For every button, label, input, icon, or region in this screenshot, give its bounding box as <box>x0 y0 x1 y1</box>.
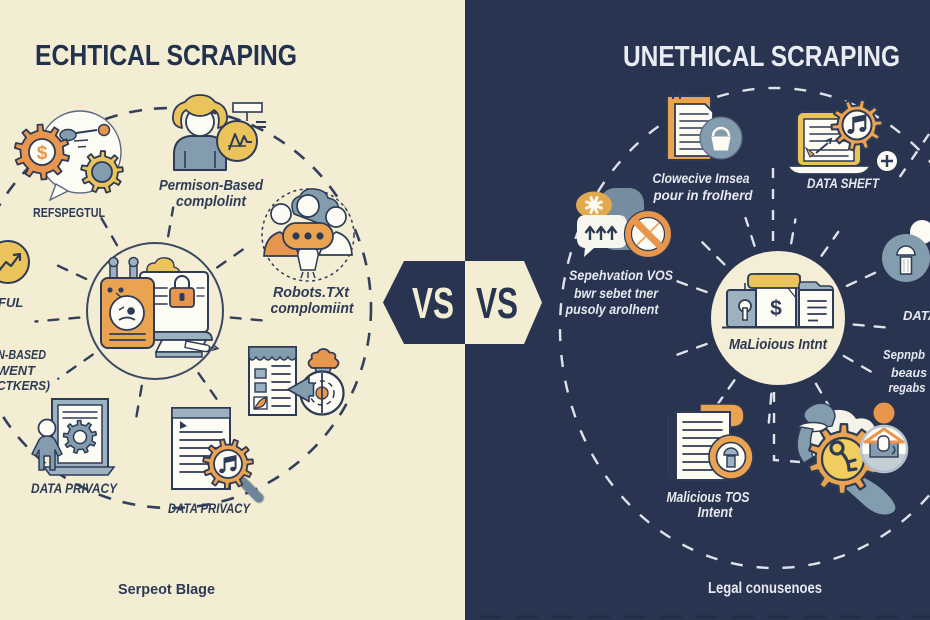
svg-text:VS: VS <box>476 279 518 328</box>
svg-text:Clowecive Imsea: Clowecive Imsea <box>653 171 750 186</box>
svg-text:$: $ <box>37 143 48 164</box>
svg-text:Malicious TOS: Malicious TOS <box>667 489 750 506</box>
svg-text:DATA PRIVACY: DATA PRIVACY <box>168 501 252 516</box>
svg-text:pour in frolherd: pour in frolherd <box>653 188 754 203</box>
svg-text:REFSPEGTUL: REFSPEGTUL <box>33 205 105 220</box>
svg-text:Permison-Based: Permison-Based <box>159 177 264 194</box>
svg-text:pusoly arolhent: pusoly arolhent <box>565 301 660 317</box>
svg-text:CTKERS): CTKERS) <box>0 378 50 393</box>
svg-text:FUL: FUL <box>0 295 23 310</box>
svg-text:DATA SHEFT: DATA SHEFT <box>807 175 880 191</box>
svg-text:WENT: WENT <box>0 363 36 378</box>
svg-text:$: $ <box>770 297 782 320</box>
svg-text:Robots.TXt: Robots.TXt <box>273 284 350 301</box>
svg-text:UNETHICAL SCRAPING: UNETHICAL SCRAPING <box>623 41 900 73</box>
svg-text:beaus: beaus <box>891 365 927 380</box>
svg-text:DATA S: DATA S <box>903 308 930 323</box>
svg-text:Legal conusenoes: Legal conusenoes <box>708 580 822 597</box>
svg-text:bwr sebet tner: bwr sebet tner <box>574 285 659 301</box>
svg-text:Sepehvation VOS: Sepehvation VOS <box>569 267 674 283</box>
svg-text:complolint: complolint <box>176 193 247 210</box>
svg-text:VS: VS <box>412 279 454 328</box>
svg-text:Serpeot BIage: Serpeot BIage <box>118 581 215 598</box>
svg-text:ECHTICAL SCRAPING: ECHTICAL SCRAPING <box>35 40 297 72</box>
svg-text:DATA PRIVACY: DATA PRIVACY <box>31 481 119 496</box>
svg-text:MaLioious Intnt: MaLioious Intnt <box>729 336 828 353</box>
svg-text:N-BASED: N-BASED <box>0 347 46 362</box>
svg-text:Sepnpb: Sepnpb <box>883 347 925 362</box>
svg-text:regabs: regabs <box>889 380 926 395</box>
svg-text:complomiint: complomiint <box>271 300 355 317</box>
svg-text:Intent: Intent <box>698 504 734 521</box>
